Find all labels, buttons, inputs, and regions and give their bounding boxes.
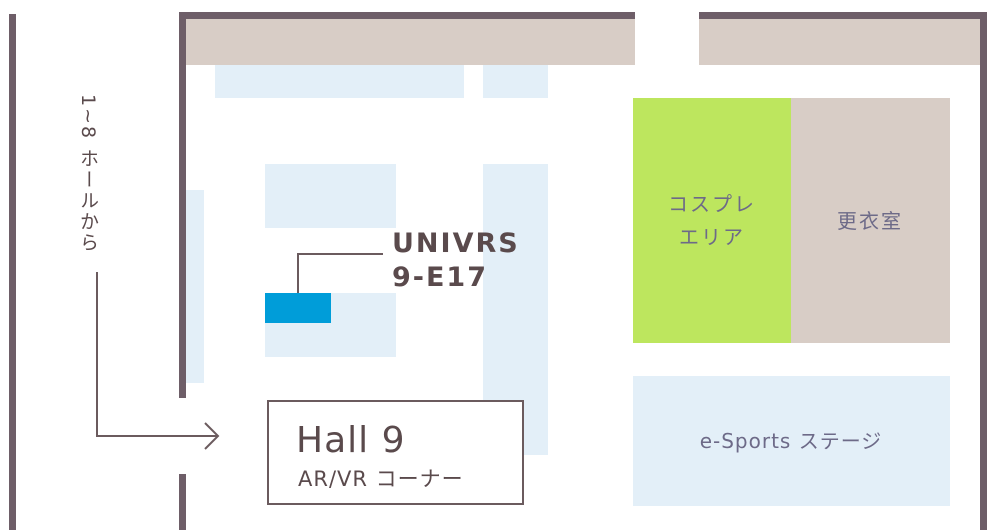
booth-block [483, 65, 548, 98]
hall-top-wall-left [179, 12, 635, 19]
left-outer-wall [9, 14, 16, 530]
booth-code: 9-E17 [392, 262, 488, 293]
cosplay-area-label-line2: エリア [679, 225, 745, 249]
booth-block [215, 65, 464, 98]
hall-title: Hall 9 [296, 420, 405, 461]
changing-room-label: 更衣室 [837, 209, 903, 233]
route-label: 1~8 ホールから [77, 94, 99, 253]
hall-subtitle: AR/VR コーナー [298, 467, 464, 491]
hall-left-wall-upper [179, 14, 186, 398]
top-band-left [186, 19, 635, 65]
booth-block [186, 190, 204, 383]
booth-block [265, 164, 396, 228]
route-line [96, 272, 218, 437]
cosplay-area-label-line1: コスプレ [668, 192, 756, 216]
esports-stage[interactable] [633, 376, 950, 506]
hall-top-wall-right [699, 12, 987, 19]
booth-name: UNIVRS [392, 228, 520, 259]
hall-label-box [267, 400, 524, 505]
highlighted-booth[interactable] [265, 293, 331, 323]
booth-leader-line [297, 253, 383, 293]
hall-left-wall-lower [179, 474, 186, 530]
cosplay-area[interactable] [633, 98, 791, 343]
route-arrowhead [204, 422, 220, 450]
changing-room[interactable] [791, 98, 950, 343]
esports-stage-label: e-Sports ステージ [700, 429, 883, 453]
hall-right-wall [980, 12, 987, 530]
top-band-right [699, 19, 980, 65]
